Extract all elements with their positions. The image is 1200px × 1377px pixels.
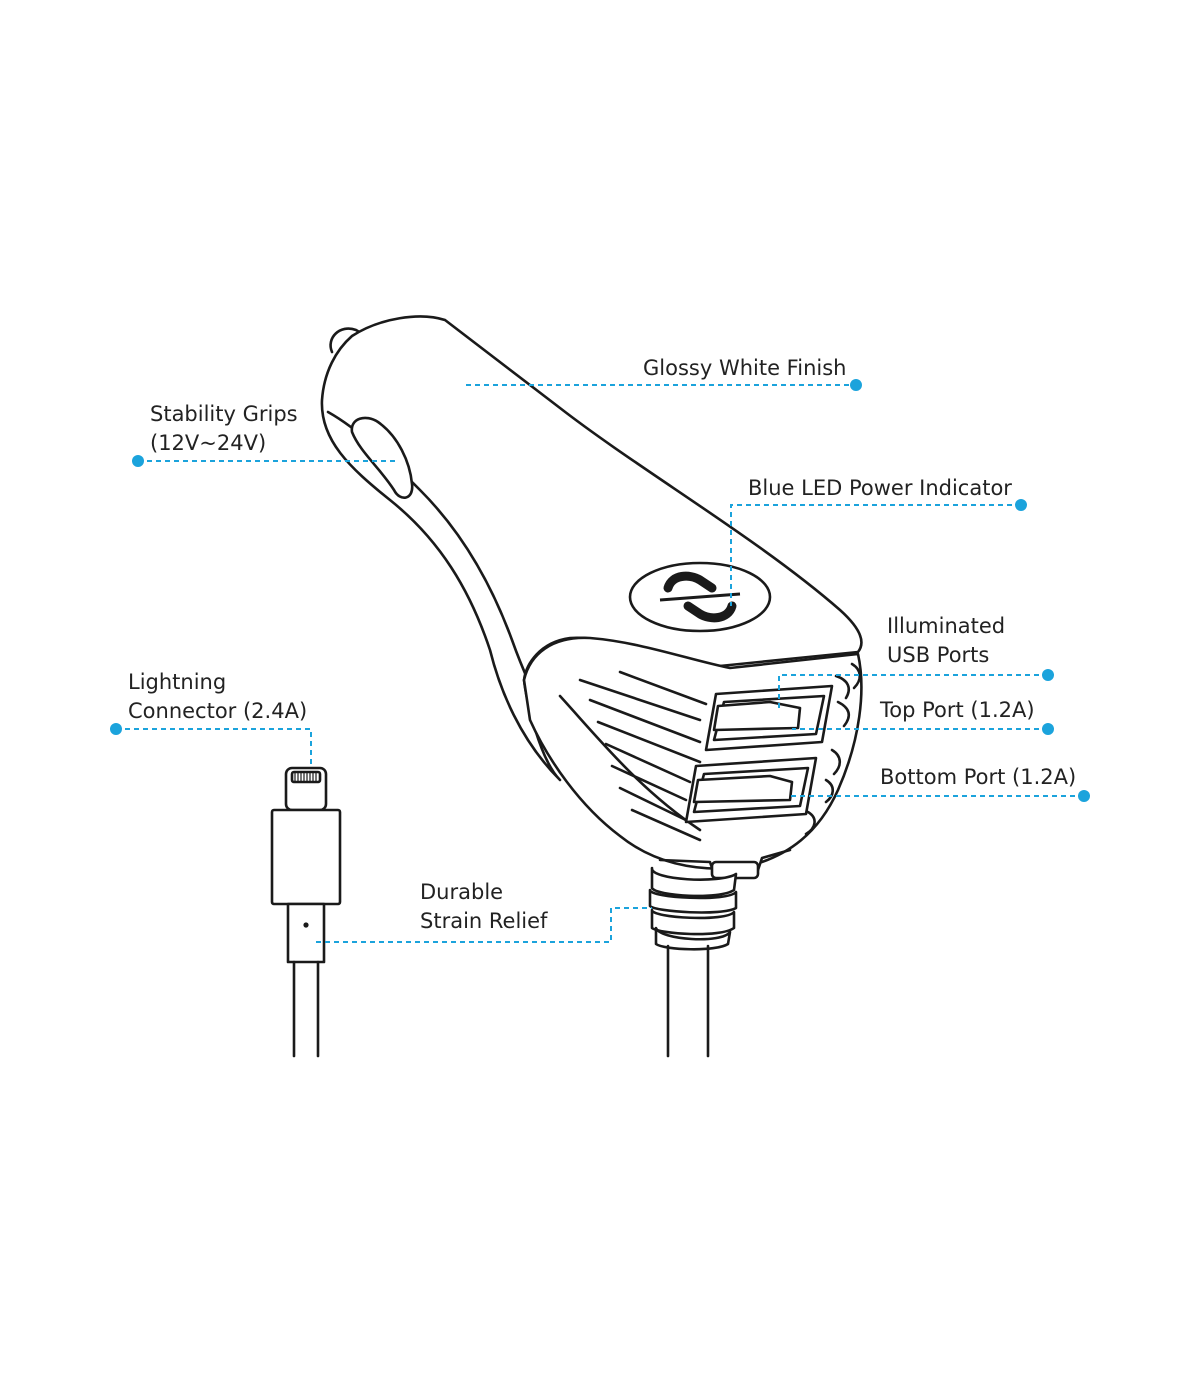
label-strain-line2: Strain Relief	[420, 909, 548, 933]
callout-dot-illuminated	[1042, 669, 1054, 681]
housing-right-ribs	[804, 662, 862, 836]
housing-ribs	[558, 670, 708, 842]
label-strain: Durable Strain Relief	[420, 878, 547, 936]
lightning-connector-illustration	[270, 766, 342, 1058]
top-usb-port	[704, 684, 834, 752]
label-bottom-port-text: Bottom Port (1.2A)	[880, 765, 1077, 789]
label-stability: Stability Grips (12V~24V)	[150, 400, 298, 458]
callout-line-led	[730, 504, 1021, 606]
callout-line-strain	[316, 907, 652, 943]
lightning-neck	[286, 902, 326, 964]
label-glossy-text: Glossy White Finish	[643, 356, 847, 380]
strain-relief	[648, 866, 738, 951]
callout-dot-bottom-port	[1078, 790, 1090, 802]
label-illuminated-line2: USB Ports	[887, 643, 990, 667]
callout-dot-lightning	[110, 723, 122, 735]
callout-dot-glossy	[850, 379, 862, 391]
label-top-port: Top Port (1.2A)	[880, 696, 1035, 725]
callout-dot-top-port	[1042, 723, 1054, 735]
label-led-text: Blue LED Power Indicator	[748, 476, 1012, 500]
label-top-port-text: Top Port (1.2A)	[880, 698, 1035, 722]
brand-logo-icon	[628, 561, 772, 633]
port-housing	[522, 636, 863, 870]
label-lightning-line2: Connector (2.4A)	[128, 699, 308, 723]
label-strain-line1: Durable	[420, 880, 504, 904]
label-stability-line1: Stability Grips	[150, 402, 298, 426]
label-lightning-line1: Lightning	[128, 670, 227, 694]
label-bottom-port: Bottom Port (1.2A)	[880, 763, 1076, 792]
callout-dot-stability	[132, 455, 144, 467]
stability-grip	[350, 416, 414, 499]
label-led: Blue LED Power Indicator	[748, 474, 1012, 503]
lightning-head	[270, 808, 342, 906]
label-stability-line2: (12V~24V)	[150, 431, 267, 455]
label-glossy: Glossy White Finish	[643, 354, 846, 383]
callout-dot-led	[1015, 499, 1027, 511]
car-charger-illustration	[320, 315, 863, 1058]
callout-line-lightning	[116, 728, 312, 768]
label-illuminated-line1: Illuminated	[887, 614, 1006, 638]
bottom-usb-port	[684, 756, 818, 824]
label-lightning: Lightning Connector (2.4A)	[128, 668, 307, 726]
label-illuminated: Illuminated USB Ports	[887, 612, 1005, 670]
callouts	[110, 379, 1090, 943]
